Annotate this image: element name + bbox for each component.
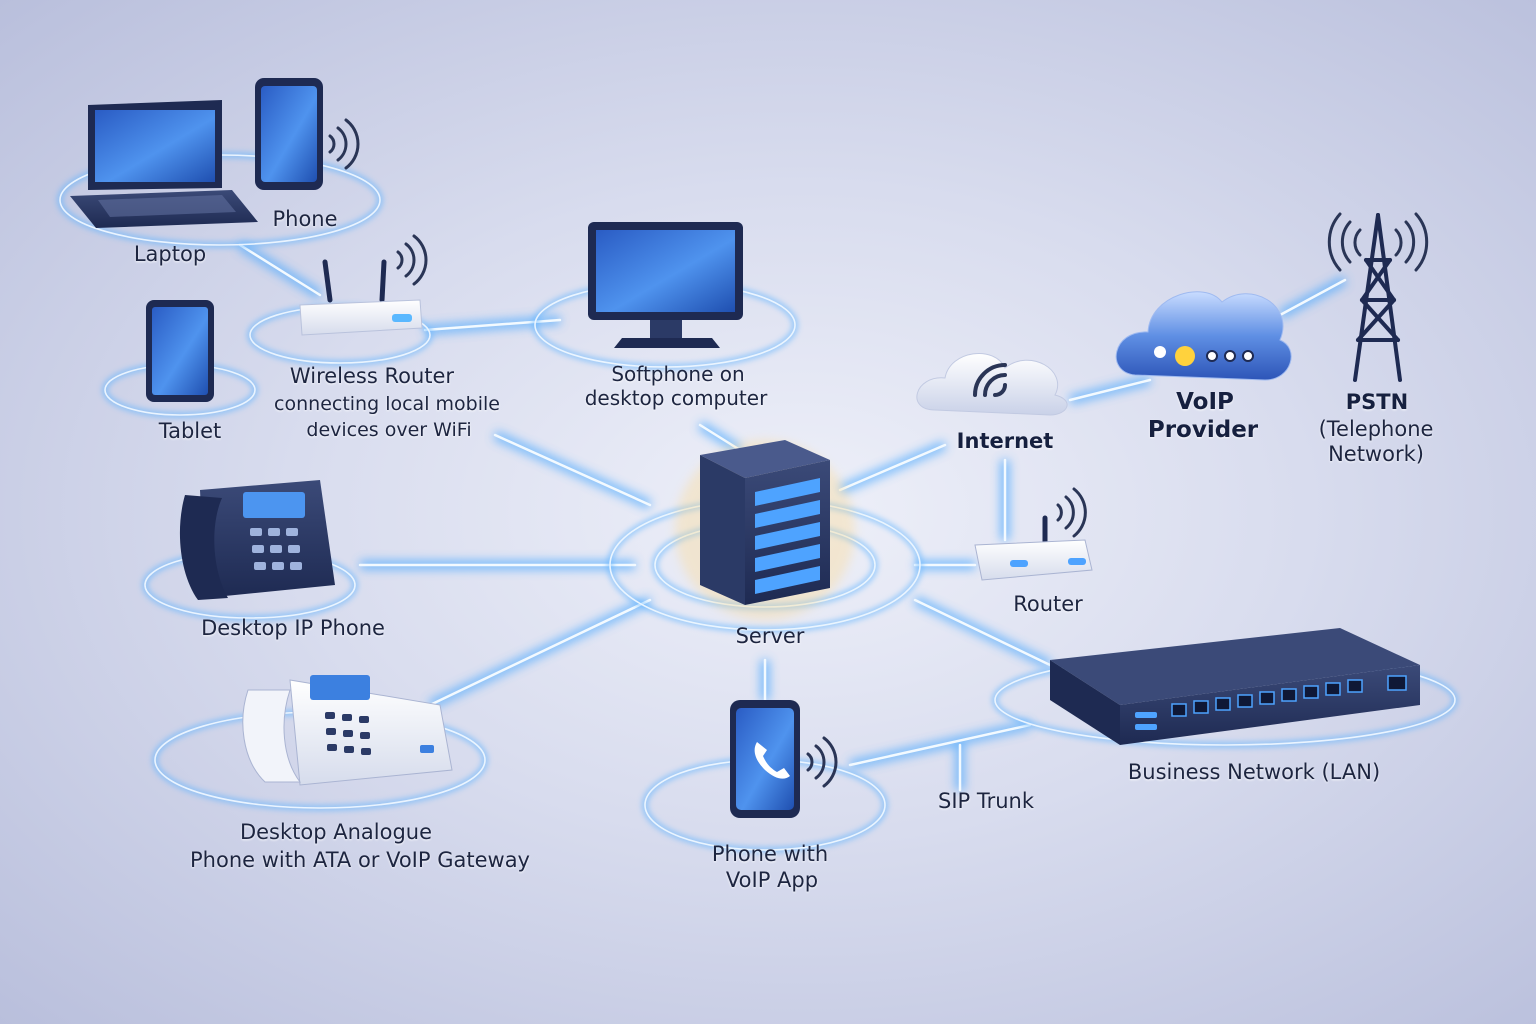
smartphone-icon — [255, 78, 360, 190]
server-label: Server — [735, 624, 805, 648]
phone-label: Phone — [272, 207, 338, 231]
voip-app-label-1: Phone with — [711, 842, 829, 866]
phone-app-icon — [730, 700, 838, 818]
wireless-router-label: Wireless Router — [289, 364, 455, 388]
laptop-label: Laptop — [133, 242, 207, 266]
wireless-router-desc-1: connecting local mobile — [274, 393, 500, 415]
wireless-router-desc-2: devices over WiFi — [306, 419, 472, 441]
pstn-label-1: PSTN — [1345, 390, 1409, 414]
softphone-label-2: desktop computer — [584, 386, 768, 410]
cell-tower-icon — [1327, 212, 1429, 382]
desk-phone-icon — [179, 480, 335, 600]
analogue-phone-icon — [242, 675, 453, 786]
router-label: Router — [1013, 592, 1083, 616]
connection-links — [237, 241, 1348, 792]
softphone-label-1: Softphone on — [611, 362, 745, 386]
wifi-router-icon — [299, 234, 428, 336]
tablet-icon — [146, 300, 214, 402]
desk-ip-phone-label: Desktop IP Phone — [201, 616, 385, 640]
cloud-icon — [916, 353, 1068, 416]
laptop-icon — [70, 100, 258, 228]
business-lan-label: Business Network (LAN) — [1127, 760, 1381, 784]
server-rack-icon — [675, 440, 855, 620]
tablet-label: Tablet — [158, 419, 222, 443]
pstn-label-3: Network) — [1328, 442, 1424, 466]
analogue-phone-label-2: Phone with ATA or VoIP Gateway — [190, 848, 530, 872]
network-switch-icon — [1050, 628, 1420, 745]
pstn-label-2: (Telephone — [1318, 417, 1434, 441]
voip-provider-label-2: Provider — [1147, 417, 1259, 443]
sip-trunk-label: SIP Trunk — [937, 789, 1035, 813]
analogue-phone-label-1: Desktop Analogue — [239, 820, 433, 844]
voip-app-label-2: VoIP App — [725, 868, 819, 892]
desktop-monitor-icon — [588, 222, 743, 348]
cloud-icon — [1115, 291, 1292, 381]
router-icon — [974, 487, 1093, 581]
voip-provider-label-1: VoIP — [1176, 389, 1234, 415]
internet-label: Internet — [956, 429, 1054, 453]
